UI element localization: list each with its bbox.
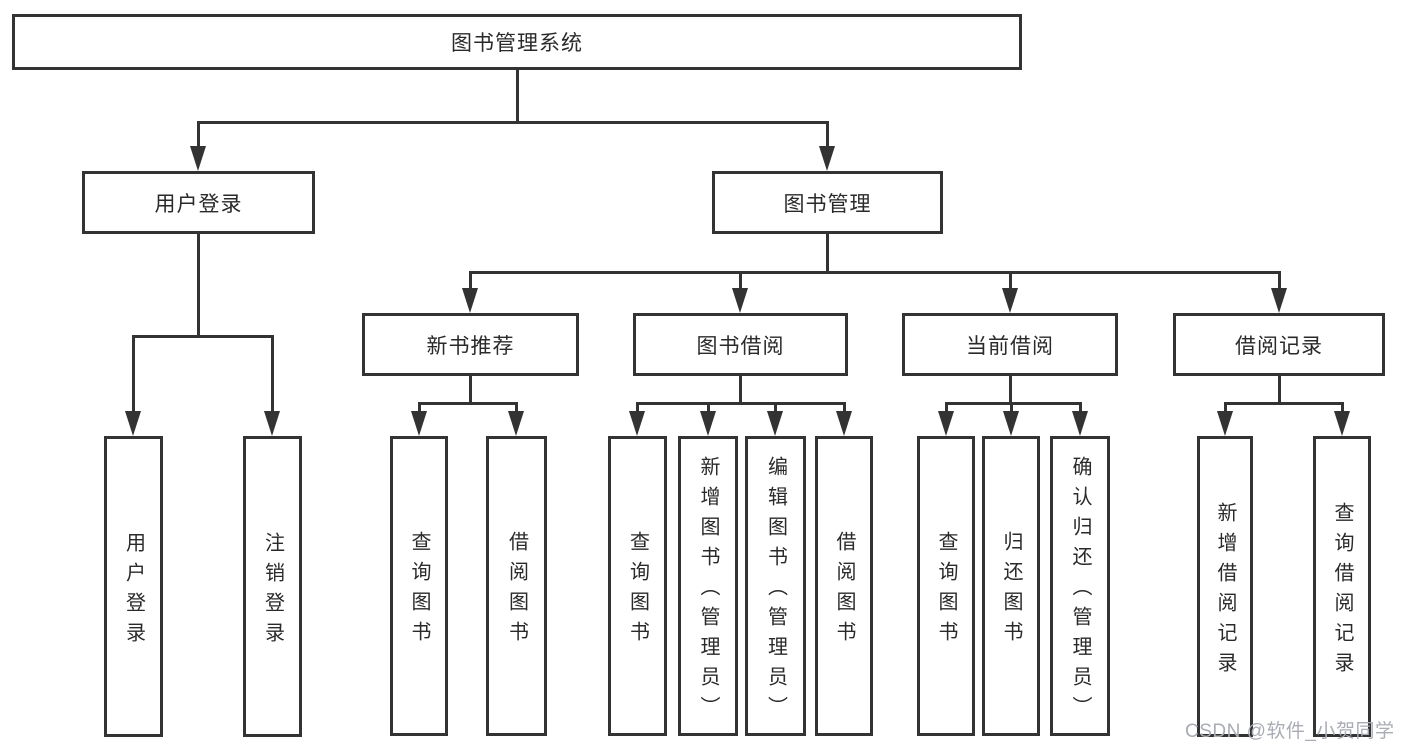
- arrowhead-down-icon: [508, 411, 524, 436]
- node-label: 新增借阅记录: [1214, 501, 1236, 682]
- node-label: 查询图书: [408, 531, 430, 651]
- node-borrow: 图书借阅: [633, 313, 848, 376]
- node-v-add-record: 新增借阅记录: [1197, 436, 1253, 737]
- connector-line: [739, 271, 742, 292]
- connector-line: [132, 335, 274, 338]
- node-label: 确认归还（管理员）: [1069, 456, 1091, 726]
- arrowhead-down-icon: [1001, 288, 1018, 313]
- connector-line: [271, 335, 274, 415]
- arrowhead-down-icon: [410, 411, 427, 436]
- node-v-query-borrow: 查询图书: [608, 436, 667, 736]
- connector-line: [944, 402, 948, 415]
- node-v-return-book: 归还图书: [982, 436, 1040, 736]
- node-label: 图书借阅: [696, 334, 785, 358]
- connector-line: [197, 121, 829, 124]
- arrowhead-down-icon: [732, 288, 748, 313]
- arrowhead-down-icon: [767, 411, 783, 436]
- connector-line: [1008, 271, 1012, 292]
- arrowhead-down-icon: [1270, 288, 1287, 313]
- connector-line: [636, 402, 639, 415]
- connector-line: [739, 376, 742, 405]
- node-v-confirm-return: 确认归还（管理员）: [1050, 436, 1110, 736]
- arrowhead-down-icon: [819, 146, 835, 171]
- node-label: 图书管理系统: [451, 32, 583, 55]
- connector-line: [826, 234, 829, 274]
- node-label: 编辑图书（管理员）: [764, 456, 787, 726]
- node-label: 新增图书（管理员）: [697, 456, 719, 726]
- arrowhead-down-icon: [699, 411, 716, 436]
- node-label: 借阅图书: [833, 531, 855, 651]
- arrowhead-down-icon: [1071, 411, 1088, 436]
- arrowhead-down-icon: [835, 411, 852, 436]
- connector-line: [1009, 402, 1013, 415]
- node-label: 归还图书: [1000, 531, 1022, 651]
- connector-line: [842, 402, 846, 415]
- node-v-borrow-book: 借阅图书: [815, 436, 873, 736]
- node-v-query-new: 查询图书: [390, 436, 448, 736]
- connector-line: [197, 121, 200, 150]
- arrowhead-down-icon: [264, 411, 280, 436]
- node-label: 用户登录: [122, 531, 145, 652]
- node-current: 当前借阅: [902, 313, 1118, 376]
- node-v-edit-book: 编辑图书（管理员）: [745, 436, 806, 736]
- arrowhead-down-icon: [462, 288, 478, 313]
- connector-line: [515, 70, 519, 124]
- arrowhead-down-icon: [937, 411, 954, 436]
- node-v-query-current: 查询图书: [917, 436, 975, 736]
- arrowhead-down-icon: [190, 146, 206, 171]
- node-label: 借阅图书: [505, 531, 528, 651]
- node-login: 用户登录: [82, 171, 315, 234]
- node-label: 查询借阅记录: [1331, 501, 1353, 682]
- connector-line: [1277, 376, 1281, 405]
- node-label: 查询图书: [626, 531, 649, 651]
- node-v-borrow-new: 借阅图书: [486, 436, 547, 736]
- node-v-add-book: 新增图书（管理员）: [678, 436, 738, 736]
- connector-line: [132, 335, 135, 415]
- connector-line: [944, 402, 1082, 405]
- node-label: 图书管理: [783, 192, 872, 216]
- arrowhead-down-icon: [1333, 411, 1350, 436]
- arrowhead-down-icon: [1216, 411, 1233, 436]
- connector-line: [1078, 402, 1082, 415]
- connector-line: [1008, 376, 1012, 405]
- connector-line: [1277, 271, 1281, 292]
- connector-line: [469, 376, 472, 405]
- connector-line: [706, 402, 710, 415]
- node-label: 注销登录: [261, 531, 284, 652]
- node-records: 借阅记录: [1173, 313, 1385, 376]
- node-label: 借阅记录: [1235, 334, 1323, 358]
- arrowhead-down-icon: [629, 411, 645, 436]
- connector-line: [197, 234, 200, 338]
- connector-line: [469, 271, 472, 292]
- node-bookmgmt: 图书管理: [712, 171, 943, 234]
- connector-line: [515, 402, 518, 415]
- node-root: 图书管理系统: [12, 14, 1022, 70]
- arrowhead-down-icon: [125, 411, 141, 436]
- arrowhead-down-icon: [1002, 411, 1019, 436]
- connector-line: [1340, 402, 1344, 415]
- node-label: 查询图书: [935, 531, 957, 651]
- connector-line: [417, 402, 421, 415]
- connector-line: [469, 271, 1281, 274]
- watermark: CSDN @软件_小贺同学: [1185, 721, 1395, 742]
- connector-line: [636, 402, 846, 405]
- connector-line: [774, 402, 777, 415]
- connector-line: [1223, 402, 1227, 415]
- connector-line: [1223, 402, 1344, 405]
- node-v-logout: 注销登录: [243, 436, 302, 737]
- node-label: 用户登录: [154, 192, 243, 216]
- node-label: 当前借阅: [966, 334, 1054, 358]
- node-v-login: 用户登录: [104, 436, 163, 737]
- node-label: 新书推荐: [426, 334, 515, 358]
- node-v-query-record: 查询借阅记录: [1313, 436, 1371, 737]
- connector-line: [826, 121, 829, 150]
- node-newbook: 新书推荐: [362, 313, 579, 376]
- connector-line: [417, 402, 518, 405]
